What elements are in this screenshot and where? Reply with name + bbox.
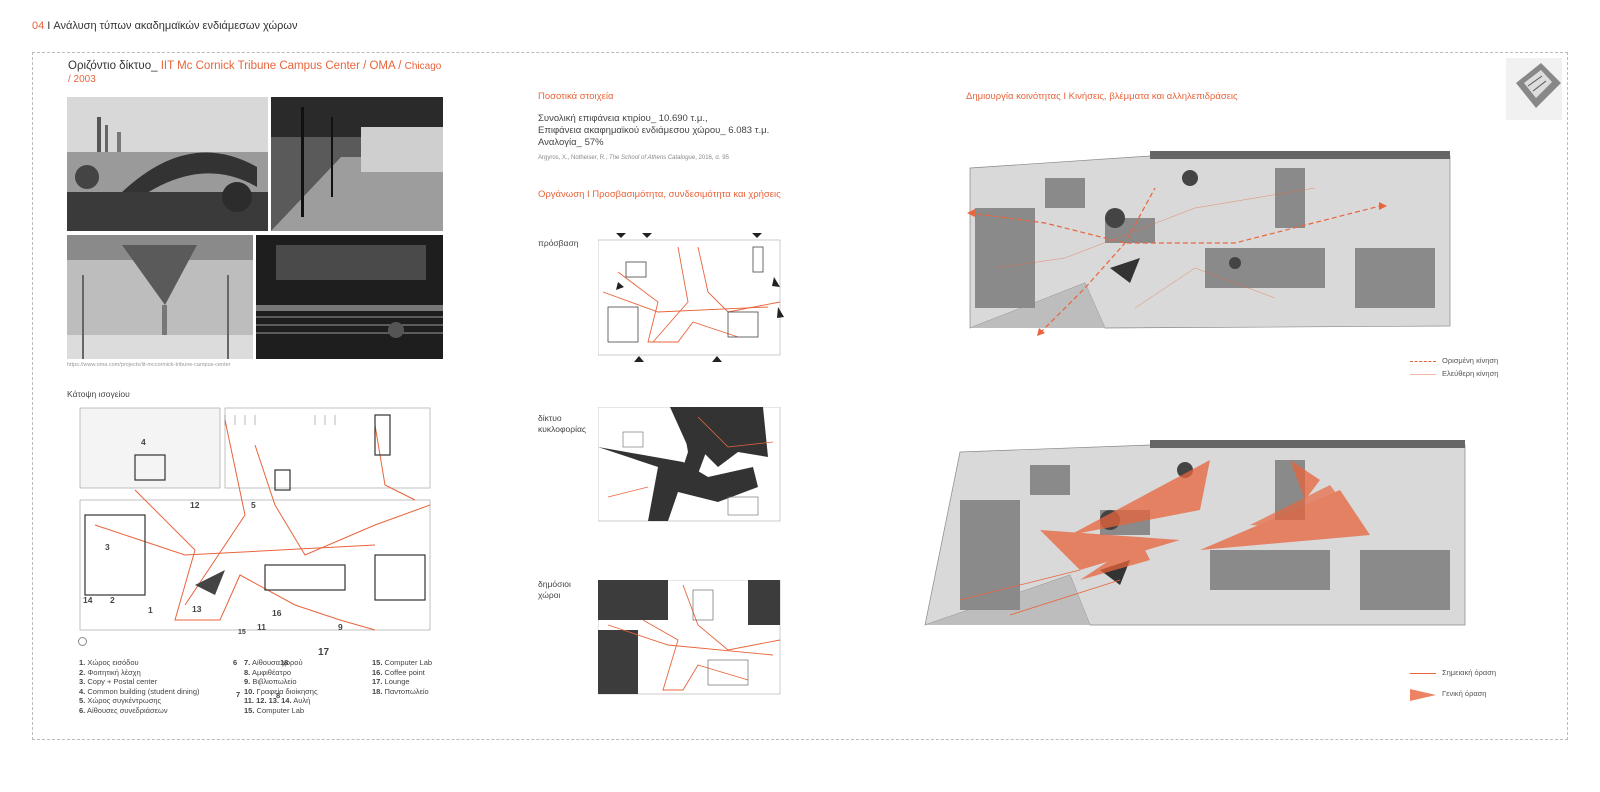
photo-exterior-graphic <box>67 97 268 231</box>
plan-label-3: 3 <box>105 542 110 552</box>
chapter-number: 04 <box>32 20 45 32</box>
legend-item: 7. Αίθουσα χορού <box>244 658 303 667</box>
ground-floor-plan-graphic <box>79 407 431 631</box>
plan-label-14: 14 <box>83 595 93 605</box>
legend-point-vision: Σημειακή όραση <box>1442 668 1497 677</box>
axonometric-vision <box>920 440 1468 635</box>
photo-interior <box>67 235 253 359</box>
legend-item: 8. Αμφιθέατρο <box>244 667 292 677</box>
legend-item: 11. 12. 13. 14. Αυλή <box>244 696 311 706</box>
legend-general-vision: Γενική όραση <box>1442 689 1487 698</box>
access-label: πρόσβαση <box>538 238 579 248</box>
page-header: 04 I Ανάλυση τύπων ακαδημαϊκών ενδιάμεσω… <box>32 20 297 32</box>
legend-defined-movement-swatch <box>1410 361 1436 362</box>
axonometric-vision-graphic <box>924 440 1466 626</box>
legend-item: 1. Χώρος εισόδου <box>79 658 139 667</box>
content-frame <box>32 52 1568 740</box>
legend-item: 17. Lounge <box>372 677 410 687</box>
legend-item: 5. Χώρος συγκέντρωσης <box>79 696 162 706</box>
ground-floor-label: Κάτοψη ισογείου <box>67 389 130 399</box>
quant-heading: Ποσοτικά στοιχεία <box>538 91 614 102</box>
legend-stray-8: 8 <box>276 691 281 700</box>
circulation-diagram-graphic <box>597 406 781 522</box>
legend-item: 2. Φοιτητική λέσχη <box>79 667 141 677</box>
public-spaces-diagram-graphic <box>597 579 781 695</box>
quant-line: Αναλογία_ 57% <box>538 137 604 148</box>
access-arrow-icons <box>616 233 784 362</box>
project-year: / 2003 <box>68 74 96 85</box>
legend-item: 15. Computer Lab <box>244 705 305 715</box>
axonometric-movement-graphic <box>967 151 1451 336</box>
header-separator: I <box>44 20 54 32</box>
quant-line: Επιφάνεια ακαφημαϊκού ενδιάμεσου χώρου_ … <box>538 125 770 136</box>
chapter-title: Ανάλυση τύπων ακαδημαϊκών ενδιάμεσων χώρ… <box>53 20 298 32</box>
north-arrow-icon <box>78 637 87 646</box>
legend-free-movement-swatch <box>1410 374 1436 375</box>
legend-item: 18. Παντοπωλείο <box>372 686 429 696</box>
legend-item: 10. Γραφεία διοίκησης <box>244 686 318 696</box>
plan-label-5: 5 <box>251 500 256 510</box>
movement-arrow-icons <box>967 202 1387 336</box>
photo-exterior <box>67 97 268 231</box>
legend-free-movement: Ελεύθερη κίνηση <box>1442 369 1499 378</box>
photo-lounge <box>256 235 443 359</box>
plan-label-16: 16 <box>272 608 282 618</box>
plan-label-9: 9 <box>338 622 343 632</box>
ground-floor-plan: 4 12 5 3 14 2 1 13 16 15 11 9 <box>75 405 435 636</box>
plan-label-15: 15 <box>238 629 246 636</box>
project-name: IIT Mc Cornick Tribune Campus Center / O… <box>160 60 405 72</box>
legend-item: 4. Common building (student dining) <box>79 686 200 696</box>
legend-col2: 7. Αίθουσα χορού 8. Αμφιθέατρο 9. Βιβλιο… <box>244 658 369 716</box>
photo-corridor-graphic <box>271 97 443 231</box>
circulation-label: δίκτυο κυκλοφορίας <box>538 413 586 434</box>
circulation-diagram <box>597 406 781 522</box>
legend-item: 15. Computer Lab <box>372 658 433 667</box>
project-location: Chicago <box>404 61 442 72</box>
quant-citation: Argyros, X., Notheiser, R., The School o… <box>538 155 729 161</box>
legend-stray-18: 18 <box>280 658 289 667</box>
vision-cone-icon <box>1410 688 1436 706</box>
plan-label-4: 4 <box>141 437 146 447</box>
photo-interior-graphic <box>67 235 253 359</box>
public-spaces-label: δημόσιοι χώροι <box>538 579 571 600</box>
legend-item: 3. Copy + Postal center <box>79 677 158 687</box>
building-thumbnail-icon <box>1506 58 1562 120</box>
plan-label-11: 11 <box>257 622 266 632</box>
legend-stray-6: 6 <box>233 658 238 667</box>
legend-defined-movement: Ορισμένη κίνηση <box>1442 356 1499 365</box>
plan-label-12: 12 <box>190 500 200 510</box>
vision-cones <box>1040 460 1370 580</box>
plan-label-13: 13 <box>192 604 202 614</box>
legend-item: 9. Βιβλιοπωλείο <box>244 677 297 687</box>
plan-label-1: 1 <box>148 605 153 615</box>
photo-corridor <box>271 97 443 231</box>
title-prefix: Οριζόντιο δίκτυο_ <box>68 60 161 72</box>
project-title: Οριζόντιο δίκτυο_ IIT Mc Cornick Tribune… <box>68 60 458 86</box>
public-spaces-diagram <box>597 579 781 695</box>
quant-line: Συνολική επιφάνεια κτιρίου_ 10.690 τ.μ., <box>538 113 708 124</box>
legend-item: 16. Coffee point <box>372 667 425 677</box>
quant-text: Συνολική επιφάνεια κτιρίου_ 10.690 τ.μ.,… <box>538 113 858 149</box>
plan-label-2: 2 <box>110 595 115 605</box>
access-diagram-graphic <box>597 233 784 362</box>
photo-lounge-graphic <box>256 235 443 359</box>
access-diagram <box>597 232 788 365</box>
photo-credit[interactable]: https://www.oma.com/projects/iit-mccormi… <box>67 362 231 368</box>
building-thumbnail-graphic <box>1516 63 1561 108</box>
legend-item: 6. Αίθουσες συνεδριάσεων <box>79 705 168 715</box>
axonometric-movement <box>935 148 1460 343</box>
legend-col1: 1. Χώρος εισόδου 2. Φοιτητική λέσχη 3. C… <box>79 658 239 716</box>
legend-col3: 15. Computer Lab 16. Coffee point 17. Lo… <box>372 658 492 696</box>
vision-cone-icon-graphic <box>1410 689 1436 701</box>
legend-stray-7: 7 <box>236 690 241 699</box>
legend-point-vision-swatch <box>1410 673 1436 674</box>
community-heading: Δημιουργία κοινότητας I Κινήσεις, βλέμμα… <box>966 91 1238 102</box>
plan-label-17: 17 <box>318 647 330 658</box>
org-heading: Οργάνωση I Προσβασιμότητα, συνδεσιμότητα… <box>538 189 781 200</box>
